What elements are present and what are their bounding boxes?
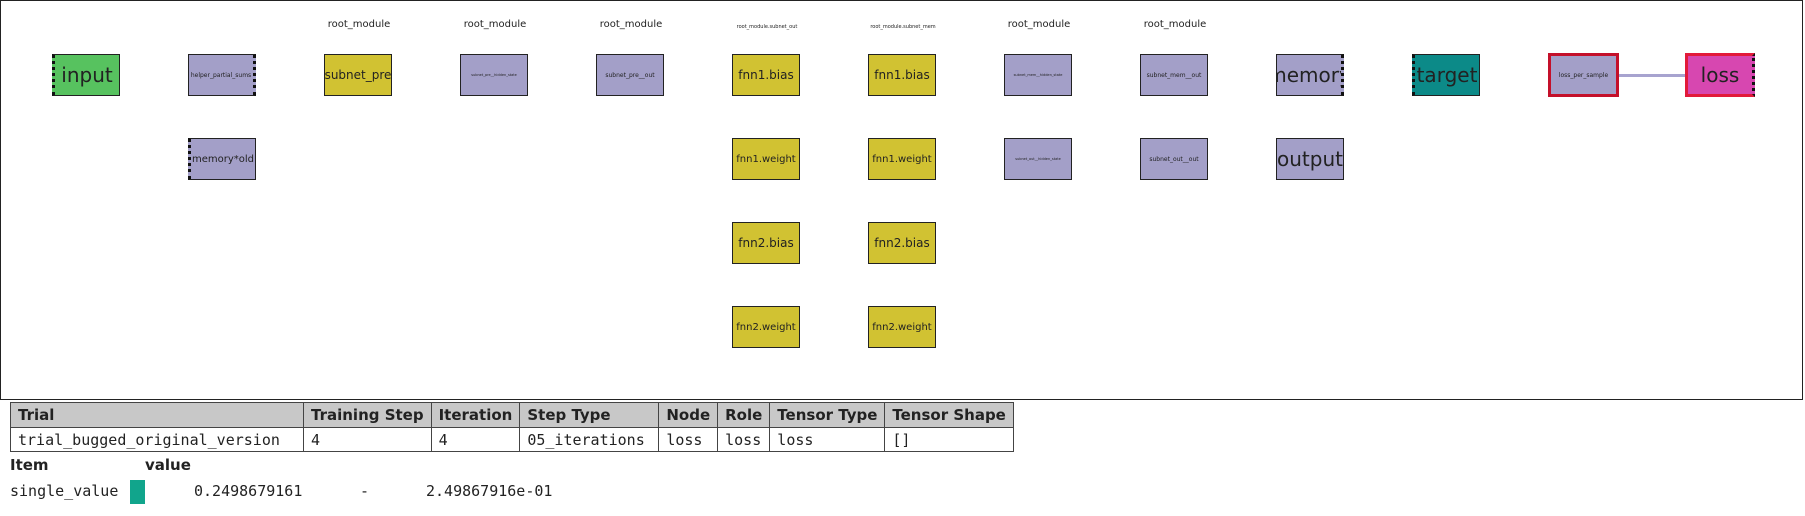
header-tensor-type: Tensor Type (769, 402, 886, 428)
node-output[interactable]: output (1276, 138, 1344, 180)
header-role: Role (717, 402, 771, 428)
column-label: root_module (463, 19, 527, 30)
node-memory-old[interactable]: memory*old (188, 138, 256, 180)
header-trial: Trial (10, 402, 304, 428)
column-label: root_module (1143, 19, 1207, 30)
item-header: Item (10, 456, 49, 474)
header-tensor-shape: Tensor Shape (884, 402, 1014, 428)
item-name: single_value (10, 482, 119, 500)
table-header-row: Trial Training Step Iteration Step Type … (10, 402, 1014, 428)
cell-training-step: 4 (303, 427, 432, 452)
node-subnet-pre[interactable]: subnet_pre (324, 54, 392, 96)
header-iteration: Iteration (430, 402, 521, 428)
cell-tensor-type: loss (769, 427, 886, 452)
table-row: trial_bugged_original_version 4 4 05_ite… (10, 427, 1014, 452)
node-loss-per-sample[interactable]: loss_per_sample (1548, 53, 1619, 97)
cell-step-type: 05_iterations (519, 427, 660, 452)
node-memory[interactable]: memory (1276, 54, 1344, 96)
column-label: root_module.subnet_mem (870, 24, 936, 30)
header-step-type: Step Type (519, 402, 660, 428)
value-scientific: 2.49867916e-01 (426, 482, 553, 500)
node-out-fnn2-bias[interactable]: fnn2.bias (732, 222, 800, 264)
column-label: root_module.subnet_out (736, 24, 798, 30)
cell-role: loss (717, 427, 771, 452)
node-out-fnn1-bias[interactable]: fnn1.bias (732, 54, 800, 96)
node-subnet-out-out[interactable]: subnet_out__out (1140, 138, 1208, 180)
node-subnet-mem-out[interactable]: subnet_mem__out (1140, 54, 1208, 96)
value-header: value (145, 456, 191, 474)
edge-loss-per-sample-to-loss (1619, 74, 1685, 77)
value-separator: - (360, 482, 370, 500)
node-mem-fnn1-bias[interactable]: fnn1.bias (868, 54, 936, 96)
column-label: root_module (1007, 19, 1071, 30)
node-mem-fnn1-weight[interactable]: fnn1.weight (868, 138, 936, 180)
header-training-step: Training Step (303, 402, 432, 428)
value-decimal: 0.2498679161 (194, 482, 303, 500)
node-subnet-out-hidden-state[interactable]: subnet_out__hidden_state (1004, 138, 1072, 180)
node-loss[interactable]: loss (1685, 53, 1755, 97)
cell-trial: trial_bugged_original_version (10, 427, 304, 452)
value-color-swatch (130, 480, 145, 504)
cell-tensor-shape: [] (884, 427, 1014, 452)
node-mem-fnn2-weight[interactable]: fnn2.weight (868, 306, 936, 348)
node-mem-fnn2-bias[interactable]: fnn2.bias (868, 222, 936, 264)
graph-panel[interactable]: root_module root_module root_module root… (0, 0, 1803, 400)
node-out-fnn1-weight[interactable]: fnn1.weight (732, 138, 800, 180)
node-helper-partial-sums[interactable]: helper_partial_sums (188, 54, 256, 96)
cell-node: loss (658, 427, 719, 452)
node-target[interactable]: target (1412, 54, 1480, 96)
tensor-info-table: Trial Training Step Iteration Step Type … (10, 402, 1014, 452)
node-out-fnn2-weight[interactable]: fnn2.weight (732, 306, 800, 348)
node-subnet-pre-hidden-state[interactable]: subnet_pre__hidden_state (460, 54, 528, 96)
node-subnet-pre-out[interactable]: subnet_pre__out (596, 54, 664, 96)
header-node: Node (658, 402, 719, 428)
node-input[interactable]: input (52, 54, 120, 96)
cell-iteration: 4 (430, 427, 521, 452)
column-label: root_module (327, 19, 391, 30)
node-subnet-mem-hidden-state[interactable]: subnet_mem__hidden_state (1004, 54, 1072, 96)
column-label: root_module (599, 19, 663, 30)
